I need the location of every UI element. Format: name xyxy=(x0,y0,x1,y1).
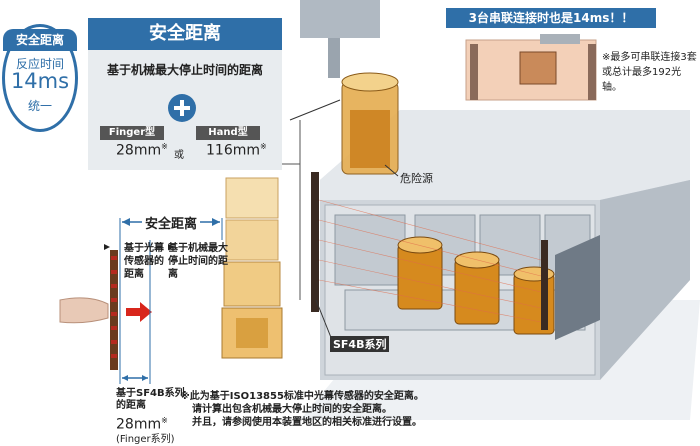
machine-distance-label: 基于机械最大停止时间的距离 xyxy=(168,243,228,280)
machine-side xyxy=(600,180,690,380)
series-note: ※最多可串联连接3套或总计最多192光轴。 xyxy=(602,52,697,93)
arrow-left-icon xyxy=(122,218,130,226)
series-cell-illustration xyxy=(465,34,597,101)
series-banner: 3台串联连接时也是14ms！！ xyxy=(446,8,656,28)
danger-source-label: 危险源 xyxy=(400,172,433,185)
machine-distance-pointer xyxy=(168,244,174,250)
sf4b-distance-block: 基于SF4B系列 的距离 28mm※ (Finger系列) xyxy=(116,388,185,446)
panel-title: 安全距离 xyxy=(88,18,282,50)
machine-top xyxy=(320,110,690,200)
coil-stack xyxy=(221,177,283,359)
footnote-line2: 请计算出包含机械最大停止时间的安全距离。 xyxy=(192,404,392,415)
response-time-badge: 安全距离 反应时间 14ms 统一 xyxy=(2,24,78,132)
safety-distance-label: 安全距离 xyxy=(142,213,201,232)
sensor-distance-label: 基于光幕传感器的距离 xyxy=(124,243,164,280)
machine-window xyxy=(555,235,600,340)
light-curtain-emitter xyxy=(311,172,319,312)
badge-line2: 反应时间 xyxy=(15,57,64,71)
badge-line4: 统一 xyxy=(27,99,52,113)
danger-source-coil xyxy=(341,72,399,175)
distance-indicator xyxy=(289,99,341,121)
hand-value-text: 116mm xyxy=(206,142,260,159)
danger-pointer xyxy=(384,164,399,177)
badge-value: 14ms xyxy=(10,69,70,93)
formula-text: 基于机械最大停止时间的距离 xyxy=(106,63,263,77)
sensor-bar-leds xyxy=(111,256,117,358)
arrow-red-icon xyxy=(126,302,152,322)
light-curtain-receiver xyxy=(541,240,548,330)
finger-value: 28mm※ xyxy=(116,142,168,159)
machine-illustration xyxy=(59,0,700,420)
hand-image xyxy=(59,297,109,324)
footnote-line3: 并且，请参阅使用本装置地区的相关标准进行设置。 xyxy=(192,417,422,428)
sf4b-distance-line2: 的距离 xyxy=(116,400,146,411)
footnote-mark: ※ xyxy=(260,142,267,151)
arrow-right-icon xyxy=(142,375,148,381)
badge-title: 安全距离 xyxy=(3,29,77,51)
coil-left xyxy=(397,236,443,310)
coil-middle xyxy=(454,251,500,325)
finger-value-text: 28mm xyxy=(116,142,162,159)
footnote-mark: ※ xyxy=(161,142,168,151)
light-curtain-beams xyxy=(318,199,542,323)
finger-type-tag: Finger型 xyxy=(100,126,164,140)
arrow-right-icon xyxy=(212,218,220,226)
hand-type-tag: Hand型 xyxy=(196,126,260,140)
or-text: 或 xyxy=(174,150,184,161)
arrow-left-icon xyxy=(122,375,128,381)
plus-icon xyxy=(168,94,196,122)
sf4b-label: SF4B系列 xyxy=(330,336,390,352)
sf4b-distance-value-text: 28mm xyxy=(116,416,162,433)
sf4b-distance-value: 28mm※ xyxy=(116,412,185,434)
footnote: ※此为基于ISO13855标准中光幕传感器的安全距离。 请计算出包含机械最大停止… xyxy=(180,390,600,429)
sensor-distance-pointer xyxy=(104,244,110,250)
footnote-mark: ※ xyxy=(161,416,168,425)
sf4b-distance-line1: 基于SF4B系列 xyxy=(116,388,185,399)
sf4b-distance-series: (Finger系列) xyxy=(116,433,175,445)
hoist-beam xyxy=(300,0,380,38)
hoist-rail xyxy=(328,38,340,78)
sf4b-pointer xyxy=(315,299,333,341)
compartment xyxy=(334,214,406,286)
hand-value: 116mm※ xyxy=(206,142,267,159)
footnote-line1: ※此为基于ISO13855标准中光幕传感器的安全距离。 xyxy=(180,391,424,402)
sensor-bar xyxy=(110,250,118,370)
